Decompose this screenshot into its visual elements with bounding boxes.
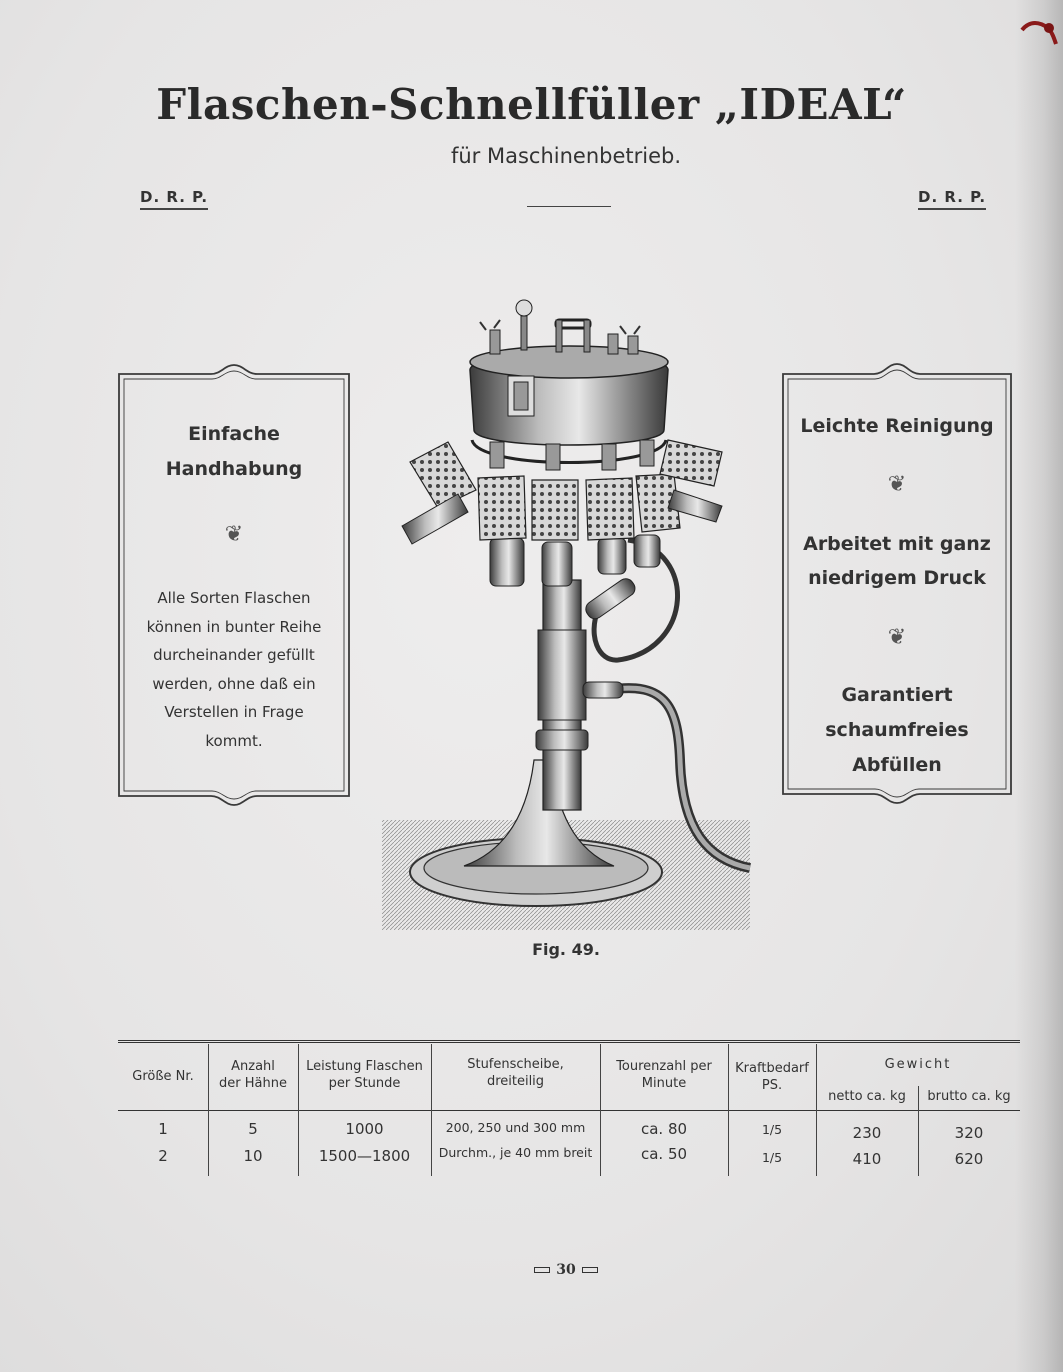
row1-power: 1/5 [761,1122,783,1137]
ornamental-frame [782,363,1012,804]
table-top-rule [118,1040,1020,1041]
row1-output: 1000 [345,1120,384,1138]
row2-gross: 620 [954,1150,984,1168]
divider-rule [527,206,611,207]
ornament-icon: ❦ [224,522,244,547]
header-output-line1: Leistung Flaschen [306,1059,423,1074]
right-item3-line2: schaumfreies Abfüllen [825,719,969,776]
spec-table: Größe Nr. Anzahl der Hähne Leistung Flas… [118,1040,1020,1180]
ribbon-bookmark [1020,21,1058,45]
left-text-line: Verstellen in Frage [164,703,304,721]
page-edge-shadow [1015,0,1063,1372]
table-header-rule [118,1110,1020,1111]
row1-pulley: 200, 250 und 300 mm [445,1120,586,1135]
row2-net: 410 [852,1150,882,1168]
header-size: Größe Nr. [132,1069,194,1084]
patent-mark-right: D. R. P. [918,188,987,210]
right-item3-line1: Garantiert [841,684,953,706]
footer-dash-icon [534,1267,551,1273]
feature-box-right: Leichte Reinigung ❦ Arbeitet mit ganz ni… [779,360,1015,806]
page-footer: 30 [0,1262,1063,1278]
bottle-filler-illustration [382,299,752,930]
header-output-line2: per Stunde [328,1076,401,1091]
feature-box-left: Einfache Handhabung ❦ Alle Sorten Flasch… [113,362,355,808]
right-item2-line1: Arbeitet mit ganz [803,533,991,555]
row2-size: 2 [158,1147,168,1165]
col-divider [918,1086,919,1176]
header-taps-line1: Anzahl [231,1059,275,1074]
header-weight: Gewicht [884,1057,952,1072]
header-rpm-line2: Minute [641,1076,687,1091]
left-text-line: können in bunter Reihe [146,617,322,636]
col-divider [600,1044,601,1176]
row1-size: 1 [158,1120,168,1138]
right-item2-line2: niedrigem Druck [808,567,986,589]
col-divider [208,1044,209,1176]
figure-caption: Fig. 49. [532,940,600,959]
left-text-line: werden, ohne daß ein [152,674,316,693]
row2-power: 1/5 [761,1150,783,1165]
col-divider [728,1044,729,1176]
row1-rpm: ca. 80 [640,1120,688,1138]
ornament-icon: ❦ [887,625,907,650]
row1-net: 230 [852,1124,882,1142]
header-power-line1: Kraftbedarf [735,1061,809,1076]
row1-gross: 320 [954,1124,984,1142]
col-divider [431,1044,432,1176]
ornament-icon: ❦ [887,472,907,497]
footer-dash-icon [581,1267,598,1273]
ornamental-frame [118,364,350,806]
row1-taps: 5 [248,1120,258,1138]
row2-rpm: ca. 50 [640,1145,688,1163]
left-body-text: Alle Sorten Flaschen können in bunter Re… [143,584,325,755]
row2-output: 1500—1800 [318,1147,411,1165]
header-pulley-line2: dreiteilig [486,1074,545,1089]
patent-mark-left: D. R. P. [140,188,209,210]
right-item1: Leichte Reinigung [800,415,994,437]
left-text-line: kommt. [205,731,263,750]
row2-taps: 10 [243,1147,263,1165]
col-divider [816,1044,817,1176]
header-power-line2: PS. [761,1078,783,1093]
table-top-rule-thin [118,1042,1020,1043]
header-gross: brutto ca. kg [927,1089,1011,1104]
left-heading-line2: Handhabung [165,458,303,480]
left-text-line: durcheinander gefüllt [153,646,315,664]
page-number: 30 [556,1262,576,1278]
page-subtitle: für Maschinenbetrieb. [450,144,682,168]
header-rpm-line1: Tourenzahl per [616,1059,712,1074]
page-title: Flaschen-Schnellfüller „IDEAL“ [156,80,907,129]
left-heading-line1: Einfache [188,423,280,445]
left-text-line: Alle Sorten Flaschen [157,589,311,607]
row2-pulley: Durchm., je 40 mm breit [438,1145,593,1160]
header-net: netto ca. kg [828,1089,906,1104]
col-divider [298,1044,299,1176]
header-pulley-line1: Stufenscheibe, [467,1057,564,1072]
header-taps-line2: der Hähne [219,1076,287,1091]
